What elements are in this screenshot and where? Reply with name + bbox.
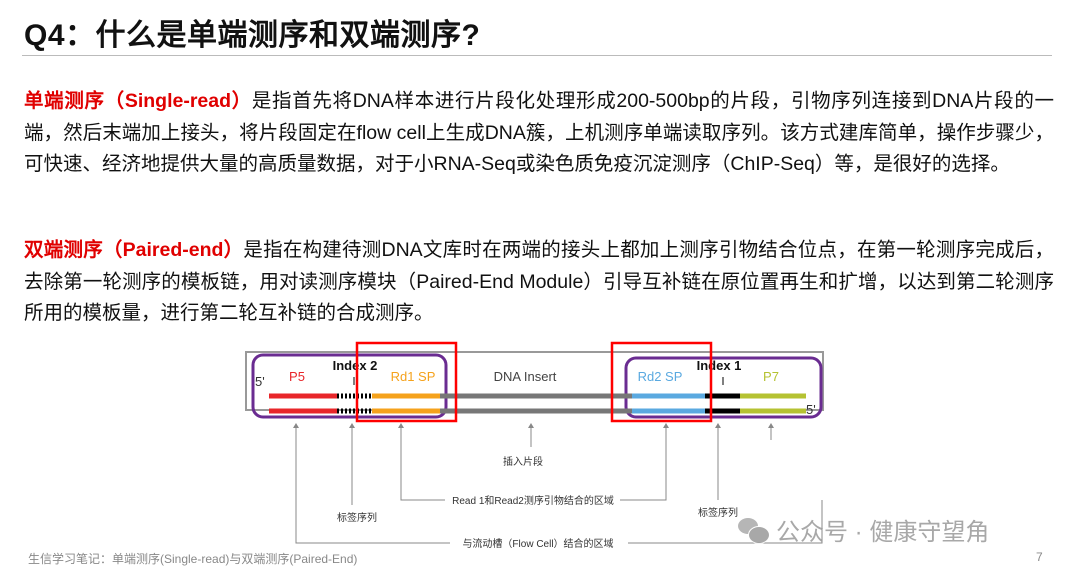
title-divider [22,55,1052,56]
page-number: 7 [1036,550,1043,564]
left-adapter-box [251,353,448,419]
single-read-term: 单端测序（Single-read） [24,90,252,112]
wechat-icon [738,517,770,544]
diagram-frame [245,351,824,411]
single-read-text: 是指首先将DNA样本进行片段化处理形成200-500bp的片段，引物序列连接到D… [24,90,1054,175]
highlight-rd2 [610,341,713,423]
highlight-rd1 [355,341,458,423]
index2-label: Index 2 [333,358,378,373]
watermark: 公众号 · 健康守望角 [738,512,989,547]
index1-label: Index 1 [697,358,742,373]
arrow-heads [293,423,774,428]
index-left-caption: 标签序列 [337,511,377,524]
page-title: Q4：什么是单端测序和双端测序? [24,19,481,52]
insert-label: DNA Insert [494,369,557,384]
rd1sp-label: Rd1 SP [391,369,436,384]
paired-end-text: 是指在构建待测DNA文库时在两端的接头上都加上测序引物结合位点，在第一轮测序完成… [24,239,1055,324]
primer-region-caption: Read 1和Read2测序引物结合的区域 [452,494,614,507]
single-read-paragraph: 单端测序（Single-read）是指首先将DNA样本进行片段化处理形成200-… [24,86,1054,181]
index-right-caption: 标签序列 [698,506,738,519]
watermark-text: 公众号 · 健康守望角 [776,519,990,546]
paired-end-paragraph: 双端测序（Paired-end）是指在构建待测DNA文库时在两端的接头上都加上测… [24,235,1054,330]
footer-text: 生信学习笔记：单端测序(Single-read)与双端测序(Paired-End… [28,552,358,566]
connector-lines [295,425,823,544]
five-prime-left: 5' [255,374,265,389]
paired-end-term: 双端测序（Paired-end） [24,239,244,261]
rd2sp-label: Rd2 SP [638,369,683,384]
five-prime-right: 5' [806,402,816,417]
right-adapter-box [624,356,823,419]
insert-caption: 插入片段 [503,455,543,468]
p5-label: P5 [289,369,305,384]
p7-label: P7 [763,369,779,384]
flowcell-caption: 与流动槽（Flow Cell）结合的区域 [462,537,613,550]
